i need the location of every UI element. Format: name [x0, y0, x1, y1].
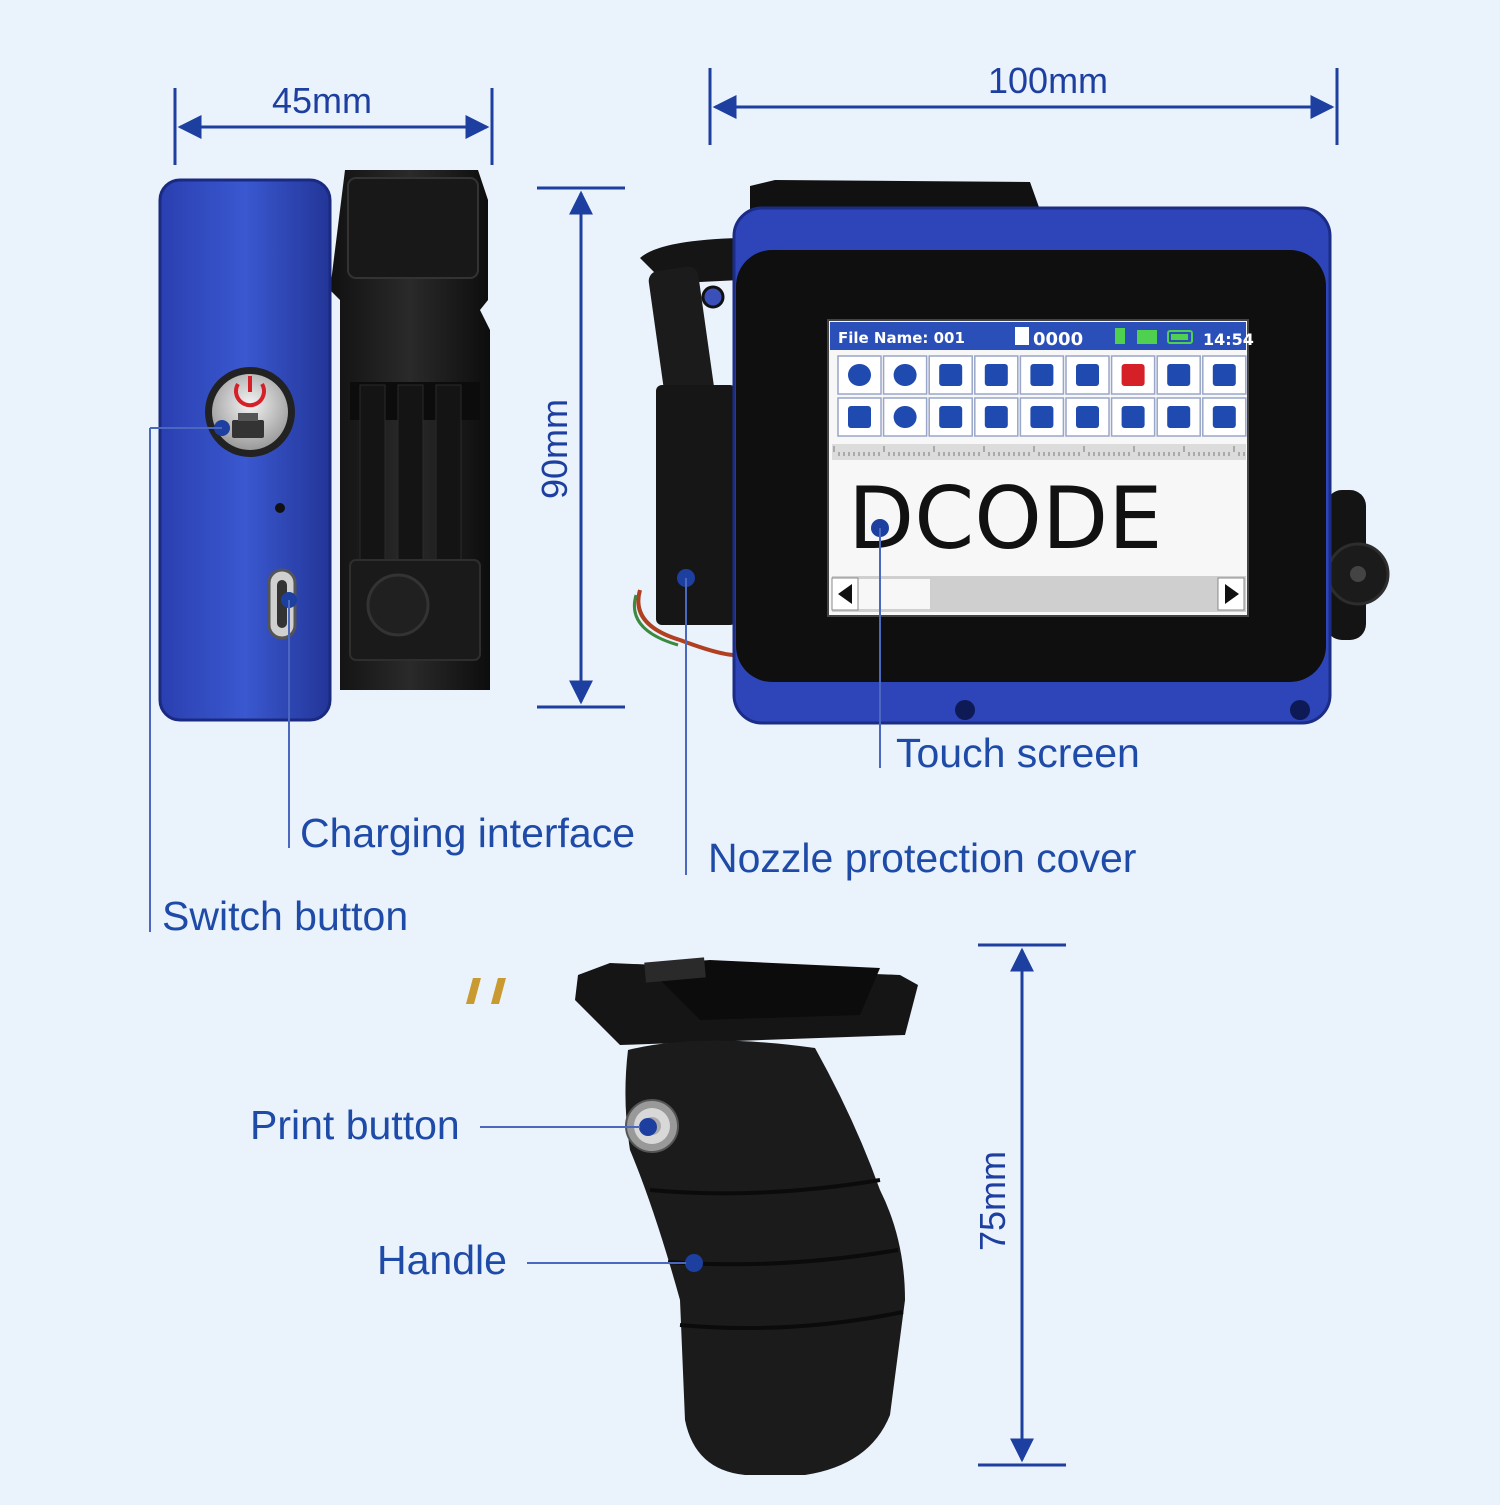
screen-toolbar [837, 355, 1247, 437]
settings-icon [848, 364, 871, 386]
clock-tool-button[interactable] [882, 397, 928, 437]
cut-icon [1076, 406, 1099, 428]
lock-tool-button[interactable] [1110, 355, 1156, 395]
dot-matrix-icon [1212, 364, 1236, 386]
dim-left-width-text: 45mm [272, 80, 373, 121]
switch-button-label: Switch button [162, 893, 409, 939]
new-file-tool-button[interactable] [974, 355, 1019, 395]
folder-icon [939, 364, 963, 386]
dim-right-width-text: 100mm [988, 60, 1109, 101]
touch-screen[interactable]: File Name: 001 0000 14:54 DCODE [827, 319, 1254, 617]
lock-icon [1121, 364, 1145, 386]
dim-45mm [173, 88, 494, 165]
width-tool-button[interactable] [1202, 397, 1247, 437]
save-icon [1030, 364, 1054, 386]
image-tool-button[interactable] [974, 397, 1019, 437]
indicator-hole [275, 503, 285, 513]
dim-90mm [537, 186, 625, 709]
front-view-device: File Name: 001 0000 14:54 DCODE [632, 180, 1390, 725]
settings-tool-button[interactable] [837, 355, 882, 395]
copy-icon [1076, 364, 1099, 386]
trash-icon [1167, 364, 1191, 386]
save-tool-button[interactable] [1019, 355, 1065, 395]
battery-icon [1167, 330, 1193, 344]
ink-icon [1115, 328, 1125, 344]
folder-tool-button[interactable] [928, 355, 973, 395]
file-name-text: File Name: 001 [838, 329, 965, 347]
dot-matrix-tool-button[interactable] [1202, 355, 1247, 395]
serial-number-icon [939, 406, 963, 428]
dim-75mm [978, 943, 1066, 1467]
dim-100mm [708, 68, 1339, 145]
image-icon [984, 406, 1008, 428]
side-view-device [158, 170, 490, 722]
printer-icon [232, 420, 264, 438]
qr-code-tool-button[interactable] [1019, 397, 1065, 437]
info-tool-button[interactable] [882, 355, 928, 395]
clock-icon [893, 406, 917, 428]
nozzle-cover-label: Nozzle protection cover [708, 835, 1137, 881]
handle-label: Handle [377, 1237, 507, 1283]
trash-tool-button[interactable] [1156, 355, 1201, 395]
list-tool-button[interactable] [1156, 397, 1201, 437]
switch-button[interactable] [205, 367, 295, 457]
display-text: DCODE [848, 469, 1163, 569]
cut-tool-button[interactable] [1065, 397, 1110, 437]
new-file-icon [984, 364, 1008, 386]
info-icon [893, 364, 917, 386]
dim-height-text: 90mm [534, 398, 575, 499]
charging-interface-label: Charging interface [300, 810, 636, 856]
counter-icon [1015, 327, 1029, 345]
touch-screen-label: Touch screen [896, 730, 1140, 776]
serial-number-tool-button[interactable] [928, 397, 973, 437]
list-icon [1167, 406, 1191, 428]
move-icon [1121, 406, 1145, 428]
print-button-label: Print button [250, 1102, 460, 1148]
counter-text: 0000 [1033, 329, 1083, 350]
move-tool-button[interactable] [1110, 397, 1156, 437]
width-icon [1212, 406, 1236, 428]
leader-lines [149, 420, 889, 1272]
qr-code-icon [1030, 406, 1054, 428]
text-format-tool-button[interactable] [837, 397, 882, 437]
time-text: 14:54 [1203, 330, 1254, 349]
handle-device [465, 957, 918, 1475]
signal-icon [1137, 330, 1157, 344]
text-format-icon [848, 406, 871, 428]
dim-handle-height-text: 75mm [972, 1150, 1013, 1251]
copy-tool-button[interactable] [1065, 355, 1110, 395]
